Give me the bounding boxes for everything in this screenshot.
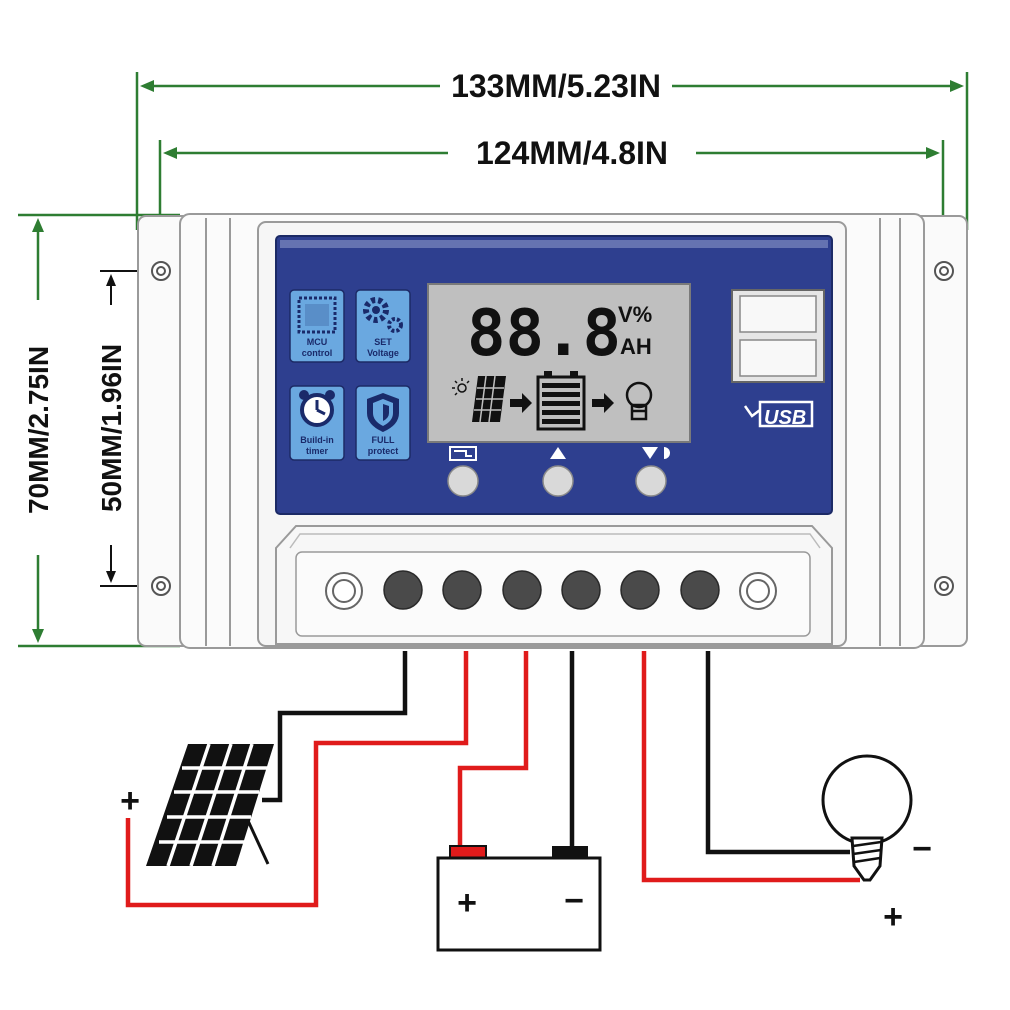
load-minus-sign: − xyxy=(912,830,932,868)
load-plus-sign: + xyxy=(883,898,903,936)
set-label-2: Voltage xyxy=(367,348,399,358)
mcu-label-1: MCU xyxy=(307,337,328,347)
terminal-screw xyxy=(561,570,601,610)
terminal-screw xyxy=(502,570,542,610)
usb-label: USB xyxy=(764,407,806,429)
build-in-timer-clock-icon: Build-in timer xyxy=(289,385,345,461)
down-arrow-icon xyxy=(642,447,658,459)
set-voltage-gear-icon: SET Voltage xyxy=(355,289,411,363)
lcd-bulb-icon xyxy=(625,381,653,421)
protect-label-1: FULL xyxy=(372,435,395,445)
lcd-arrow-1-icon xyxy=(510,393,532,413)
mcu-label-2: control xyxy=(302,348,333,358)
usb-port xyxy=(731,289,825,383)
terminal-screw xyxy=(620,570,660,610)
up-button[interactable] xyxy=(542,447,574,497)
menu-button[interactable] xyxy=(447,446,479,497)
battery-icon xyxy=(436,845,602,952)
terminal-screw xyxy=(680,570,720,610)
full-protect-shield-icon: FULL protect xyxy=(355,385,411,461)
panel-negative-wire xyxy=(262,651,408,803)
terminal-block xyxy=(275,525,833,645)
lcd-sun-icon xyxy=(452,378,470,396)
lcd-arrow-2-icon xyxy=(592,393,614,413)
hole-width-label: 124MM/4.8IN xyxy=(476,135,668,171)
set-label-1: SET xyxy=(374,337,392,347)
lcd-unit-top: V% xyxy=(618,302,652,327)
control-buttons xyxy=(447,446,670,497)
battery-positive-wire xyxy=(457,651,529,848)
usb-logo-icon: USB xyxy=(743,400,814,429)
half-circle-icon xyxy=(664,447,670,459)
mounting-holes xyxy=(151,261,954,596)
lcd-unit-bottom: AH xyxy=(620,334,652,359)
mcu-control-icon: MCU control xyxy=(289,289,345,363)
up-arrow-icon xyxy=(550,447,566,459)
battery-plus-sign: + xyxy=(457,884,477,922)
wires xyxy=(125,651,860,908)
protect-label-2: protect xyxy=(368,446,399,456)
panel-plus-sign: + xyxy=(120,782,140,820)
hole-height-label: 50MM/1.96IN xyxy=(96,344,127,512)
light-bulb-icon xyxy=(821,754,913,882)
solar-panel-icon xyxy=(146,743,274,867)
overall-height-label: 70MM/2.75IN xyxy=(23,346,54,514)
load-positive-wire xyxy=(641,651,860,883)
down-button[interactable] xyxy=(635,447,670,497)
terminal-screw xyxy=(442,570,482,610)
lcd-solar-panel-icon xyxy=(472,375,506,423)
terminal-screw xyxy=(383,570,423,610)
lcd-screen: 88.8 V% AH xyxy=(427,283,691,443)
feature-icon-tiles: MCU control SET Voltage Build-in timer xyxy=(289,289,411,461)
load-negative-wire xyxy=(705,651,850,855)
panel-positive-wire xyxy=(125,651,469,908)
timer-label-2: timer xyxy=(306,446,329,456)
lcd-digits: 88.8 xyxy=(467,297,621,371)
overall-width-label: 133MM/5.23IN xyxy=(451,68,661,104)
battery-minus-sign: − xyxy=(564,882,584,920)
lcd-battery-icon xyxy=(536,371,586,431)
timer-label-1: Build-in xyxy=(300,435,334,445)
